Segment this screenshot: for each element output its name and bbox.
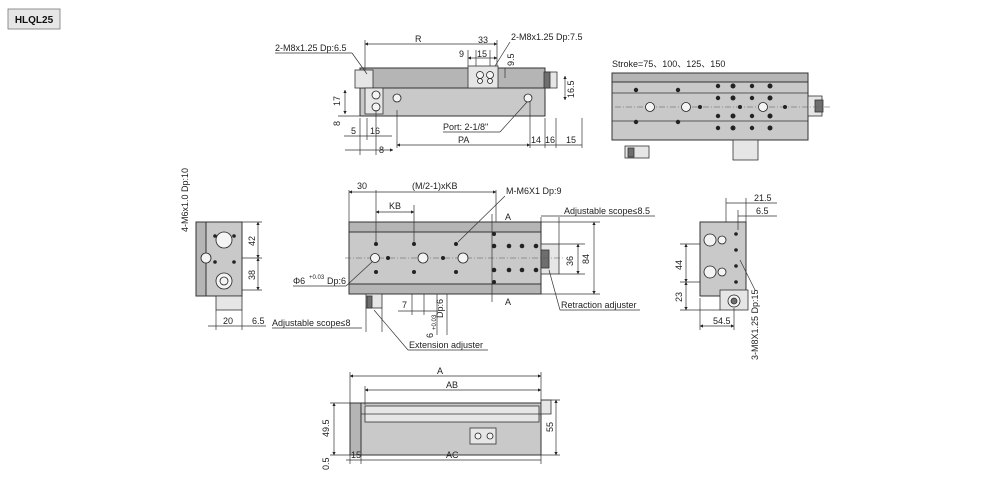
right-end-view: 21.5 6.5 44 23 54.5 3-M8X1.25 Dp:15 — [674, 193, 777, 360]
dim-16-5: 16.5 — [566, 80, 576, 98]
dim-21-5: 21.5 — [754, 193, 772, 203]
dim-16b: 16 — [545, 135, 555, 145]
dim-r: R — [415, 34, 422, 44]
tap-label-left: 4-M6x1.0 Dp:10 — [180, 168, 190, 232]
phi-tol: +0.03 — [309, 275, 325, 281]
dim-8: 8 — [332, 121, 342, 126]
tap-label-1: 2-M8x1.25 Dp:6.5 — [275, 43, 347, 53]
slot-depth: Dp:6 — [435, 299, 445, 318]
dim-23: 23 — [674, 292, 684, 302]
stroke-label: Stroke=75、100、125、150 — [612, 59, 725, 69]
dim-36: 36 — [565, 256, 575, 266]
extension-adjuster: Extension adjuster — [409, 340, 483, 350]
dim-6-5-left: 6.5 — [252, 316, 265, 326]
dim-pa: PA — [458, 135, 469, 145]
bottom-view: A AB 49.5 0.5 55 15 AC — [321, 366, 560, 470]
top-view: R 33 9 15 2-M8x1.25 Dp:6.5 2-M8x1.25 Dp:… — [275, 32, 583, 155]
dim-30: 30 — [357, 181, 367, 191]
section-a-top: A — [505, 212, 511, 222]
dim-16: 16 — [370, 126, 380, 136]
title-box: HLQL25 — [7, 8, 61, 30]
dim-a: A — [437, 366, 443, 376]
adj-scope-2: Adjustable scope≤8 — [272, 318, 351, 328]
iso-view: Stroke=75、100、125、150 — [611, 59, 830, 161]
front-view: A A 30 (M/2-1)xKB KB M-M6X1 Dp:9 Adjusta… — [272, 181, 655, 351]
dim-15-bottom: 15 — [351, 450, 361, 460]
dim-9-5: 9.5 — [506, 53, 516, 66]
dim-ac: AC — [446, 450, 459, 460]
adj-scope-1: Adjustable scope≤8.5 — [564, 206, 650, 216]
retraction-adjuster: Retraction adjuster — [561, 300, 637, 310]
dim-15b: 15 — [566, 135, 576, 145]
dim-ab: AB — [446, 380, 458, 390]
slot-tol: +0.03 — [432, 314, 438, 330]
tap-label-right: 3-M8X1.25 Dp:15 — [750, 289, 760, 360]
dim-17: 17 — [332, 96, 342, 106]
dim-38: 38 — [247, 270, 257, 280]
dim-14: 14 — [531, 135, 541, 145]
dim-6-5-right: 6.5 — [756, 206, 769, 216]
dim-5: 5 — [351, 126, 356, 136]
dim-0-5: 0.5 — [321, 457, 331, 470]
dim-84: 84 — [581, 254, 591, 264]
dim-33: 33 — [478, 35, 488, 45]
slot-width: 6 — [425, 333, 435, 338]
phi-depth: Dp:6 — [327, 276, 346, 286]
tap-label-2: 2-M8x1.25 Dp:7.5 — [511, 32, 583, 42]
dim-44: 44 — [674, 260, 684, 270]
left-end-view: 4-M6x1.0 Dp:10 42 38 20 6.5 — [180, 168, 266, 330]
port-label: Port: 2-1/8" — [443, 122, 488, 132]
dim-42: 42 — [247, 236, 257, 246]
dim-20: 20 — [223, 316, 233, 326]
section-a-bottom: A — [505, 297, 511, 307]
dim-7: 7 — [402, 300, 407, 310]
dim-55: 55 — [545, 422, 555, 432]
dim-54-5: 54.5 — [713, 316, 731, 326]
dim-9: 9 — [459, 49, 464, 59]
model-title: HLQL25 — [15, 15, 54, 26]
phi-label: Φ6 — [293, 276, 305, 286]
tap-label-front: M-M6X1 Dp:9 — [506, 186, 562, 196]
dim-kb: KB — [389, 201, 401, 211]
dim-49-5: 49.5 — [321, 419, 331, 437]
dim-15: 15 — [477, 49, 487, 59]
dim-8b: 8 — [379, 145, 384, 155]
dim-pitch: (M/2-1)xKB — [412, 181, 458, 191]
